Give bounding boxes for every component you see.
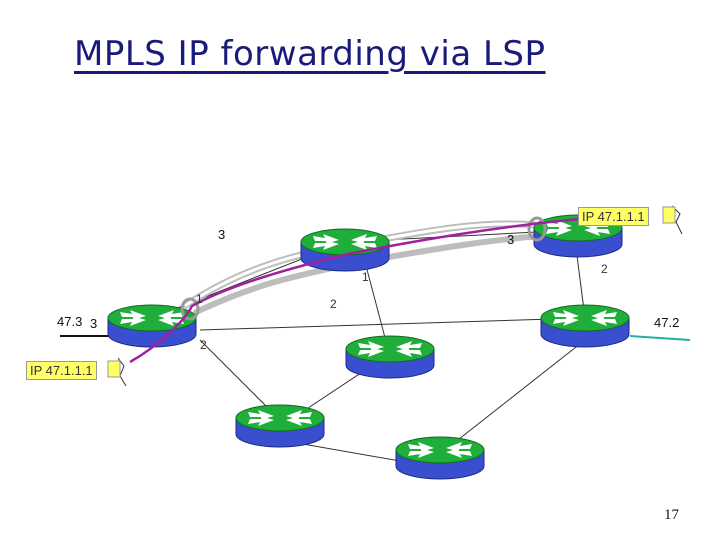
- router-right[interactable]: [540, 304, 630, 348]
- link-top-center: [364, 261, 389, 350]
- label-if-left-1: 1: [196, 292, 203, 306]
- slide-title: MPLS IP forwarding via LSP: [74, 34, 546, 74]
- lsp-path: [129, 216, 591, 364]
- label-net-47-3: 47.3: [57, 314, 83, 329]
- link-net-47-2: [629, 335, 691, 341]
- link-right-bottomright: [444, 339, 586, 451]
- packet-flag-ingress: [117, 357, 127, 387]
- packet-tail-egress: [662, 206, 676, 224]
- packet-ingress: IP 47.1.1.1: [26, 361, 97, 380]
- router-top-middle[interactable]: [300, 228, 390, 272]
- label-left-in-3: 3: [90, 316, 98, 331]
- label-left-in: 3: [218, 227, 226, 242]
- link-left-right: [199, 317, 586, 331]
- router-bottom-right[interactable]: [395, 436, 485, 480]
- packet-tail-ingress: [107, 360, 121, 378]
- label-if-top-2: 2: [330, 297, 337, 311]
- packet-egress: IP 47.1.1.1: [578, 207, 649, 226]
- tunnel-end-ring-left: [180, 297, 200, 321]
- page-number: 17: [664, 507, 679, 523]
- label-right-in: 2: [601, 262, 608, 276]
- packet-flag-egress: [671, 205, 683, 235]
- link-left-bottomleft: [199, 339, 279, 419]
- router-bottom-left[interactable]: [235, 404, 325, 448]
- label-top-out: 3: [507, 232, 515, 247]
- label-net-47-2: 47.2: [654, 315, 680, 330]
- label-if-left-2: 2: [200, 338, 207, 352]
- tunnel-end-ring-right: [527, 216, 547, 242]
- router-center[interactable]: [345, 335, 435, 379]
- label-if-top-1: 1: [362, 270, 369, 284]
